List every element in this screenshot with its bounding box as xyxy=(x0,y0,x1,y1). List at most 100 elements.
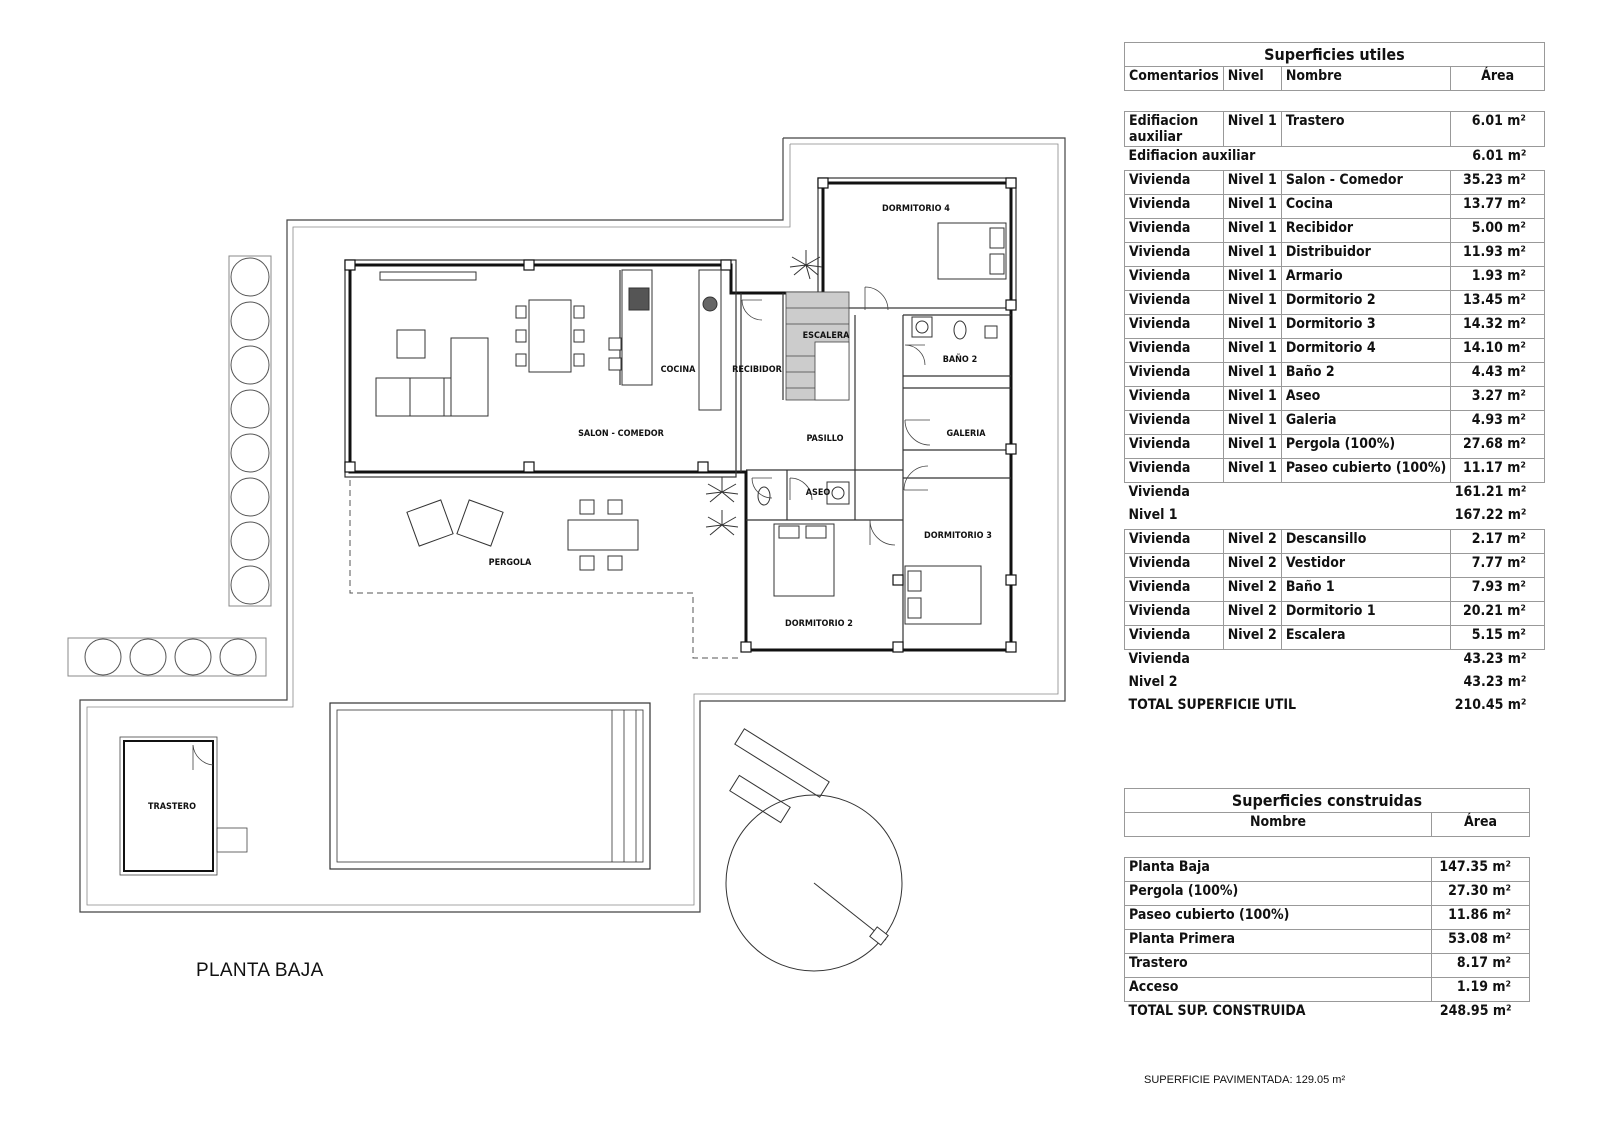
utiles-cell-area: 4.43 m² xyxy=(1450,362,1545,387)
construidas-row: Pergola (100%)27.30 m² xyxy=(1123,881,1530,906)
utiles-cell-comentario: Nivel 1 xyxy=(1128,507,1178,523)
label-dormitorio-3: DORMITORIO 3 xyxy=(924,531,992,541)
utiles-cell-area: 6.01 m² xyxy=(1450,111,1545,147)
utiles-cell-nombre: Trastero xyxy=(1280,111,1452,147)
utiles-cell-nivel: Nivel 1 xyxy=(1222,386,1282,411)
utiles-cell-area: 2.17 m² xyxy=(1450,529,1545,554)
construidas-cell-area: 147.35 m² xyxy=(1431,857,1530,882)
construidas-cell-nombre: TOTAL SUP. CONSTRUIDA xyxy=(1128,1003,1306,1019)
label-salon-comedor: SALON - COMEDOR xyxy=(578,429,665,439)
utiles-cell-nivel: Nivel 1 xyxy=(1222,410,1282,435)
utiles-cell-comentario: Vivienda xyxy=(1124,601,1224,626)
utiles-cell-nombre: Dormitorio 3 xyxy=(1280,314,1452,339)
utiles-cell-area: 27.68 m² xyxy=(1450,434,1545,459)
utiles-cell-comentario: Edifiacion auxiliar xyxy=(1128,148,1256,164)
col-nombre-construidas: Nombre xyxy=(1123,812,1433,837)
utiles-cell-nombre: Dormitorio 4 xyxy=(1280,338,1452,363)
garden-furniture xyxy=(725,728,903,972)
utiles-cell-comentario: Vivienda xyxy=(1124,529,1224,554)
utiles-cell-area: 13.45 m² xyxy=(1450,290,1545,315)
construidas-row: TOTAL SUP. CONSTRUIDA 248.95 m² xyxy=(1125,1002,1530,1026)
utiles-cell-area: 43.23 m² xyxy=(1463,674,1527,690)
utiles-cell-nombre: Baño 2 xyxy=(1280,362,1452,387)
utiles-cell-area: 5.15 m² xyxy=(1450,625,1545,650)
stair xyxy=(785,291,850,401)
utiles-cell-comentario: Vivienda xyxy=(1124,553,1224,578)
label-bano-2: BAÑO 2 xyxy=(943,354,978,365)
utiles-cell-area: 3.27 m² xyxy=(1450,386,1545,411)
utiles-cell-nivel: Nivel 1 xyxy=(1222,218,1282,243)
utiles-cell-nivel: Nivel 1 xyxy=(1222,338,1282,363)
utiles-cell-comentario: Vivienda xyxy=(1128,484,1190,500)
construidas-cell-nombre: Trastero xyxy=(1123,953,1433,978)
utiles-cell-comentario: TOTAL SUPERFICIE UTIL xyxy=(1128,697,1297,713)
pergola-area xyxy=(349,480,742,659)
superficie-pavimentada: SUPERFICIE PAVIMENTADA: 129.05 m² xyxy=(1144,1074,1346,1086)
utiles-cell-nombre: Dormitorio 2 xyxy=(1280,290,1452,315)
construidas-cell-area: 27.30 m² xyxy=(1431,881,1530,906)
construidas-cell-area: 248.95 m² xyxy=(1439,1003,1512,1019)
utiles-cell-area: 5.00 m² xyxy=(1450,218,1545,243)
utiles-cell-nivel: Nivel 2 xyxy=(1222,553,1282,578)
label-aseo: ASEO xyxy=(806,488,831,498)
label-escalera: ESCALERA xyxy=(803,331,851,341)
utiles-cell-comentario: Vivienda xyxy=(1124,266,1224,291)
utiles-cell-nombre: Descansillo xyxy=(1280,529,1452,554)
utiles-cell-comentario: Vivienda xyxy=(1124,170,1224,195)
utiles-cell-nivel: Nivel 2 xyxy=(1222,625,1282,650)
utiles-cell-area: 4.93 m² xyxy=(1450,410,1545,435)
shrubs xyxy=(67,255,272,677)
utiles-cell-area: 7.77 m² xyxy=(1450,553,1545,578)
utiles-cell-comentario: Vivienda xyxy=(1124,410,1224,435)
utiles-row: Vivienda 161.21 m² xyxy=(1125,483,1545,507)
utiles-cell-area: 7.93 m² xyxy=(1450,577,1545,602)
utiles-cell-nivel: Nivel 2 xyxy=(1222,601,1282,626)
utiles-cell-nombre: Galeria xyxy=(1280,410,1452,435)
construidas-cell-area: 1.19 m² xyxy=(1431,977,1530,1002)
utiles-cell-comentario: Vivienda xyxy=(1124,290,1224,315)
label-trastero: TRASTERO xyxy=(148,802,196,812)
utiles-cell-comentario: Vivienda xyxy=(1124,338,1224,363)
utiles-cell-nivel: Nivel 1 xyxy=(1222,362,1282,387)
construidas-row: Paseo cubierto (100%)11.86 m² xyxy=(1123,905,1530,930)
col-area-construidas: Área xyxy=(1431,812,1530,837)
utiles-cell-nombre: Escalera xyxy=(1280,625,1452,650)
utiles-cell-nombre: Recibidor xyxy=(1280,218,1452,243)
utiles-cell-nivel: Nivel 1 xyxy=(1222,290,1282,315)
utiles-cell-nivel: Nivel 2 xyxy=(1222,529,1282,554)
utiles-cell-nivel: Nivel 1 xyxy=(1222,314,1282,339)
superficies-utiles-table: Superficies utiles Comentarios Nivel Nom… xyxy=(1124,42,1545,719)
utiles-cell-area: 13.77 m² xyxy=(1450,194,1545,219)
trastero-building xyxy=(123,740,214,872)
utiles-cell-nivel: Nivel 1 xyxy=(1222,434,1282,459)
utiles-cell-area: 20.21 m² xyxy=(1450,601,1545,626)
utiles-cell-nivel: Nivel 1 xyxy=(1222,111,1282,147)
floor-plan: DORMITORIO 4 ESCALERA BAÑO 2 COCINA RECI… xyxy=(67,137,1066,972)
utiles-cell-nombre: Dormitorio 1 xyxy=(1280,601,1452,626)
utiles-cell-area: 11.17 m² xyxy=(1450,458,1545,483)
utiles-cell-area: 35.23 m² xyxy=(1450,170,1545,195)
utiles-cell-comentario: Vivienda xyxy=(1124,242,1224,267)
utiles-cell-comentario: Nivel 2 xyxy=(1128,674,1178,690)
utiles-cell-area: 161.21 m² xyxy=(1454,484,1527,500)
label-galeria: GALERIA xyxy=(946,429,986,439)
col-comentarios: Comentarios xyxy=(1124,66,1224,91)
